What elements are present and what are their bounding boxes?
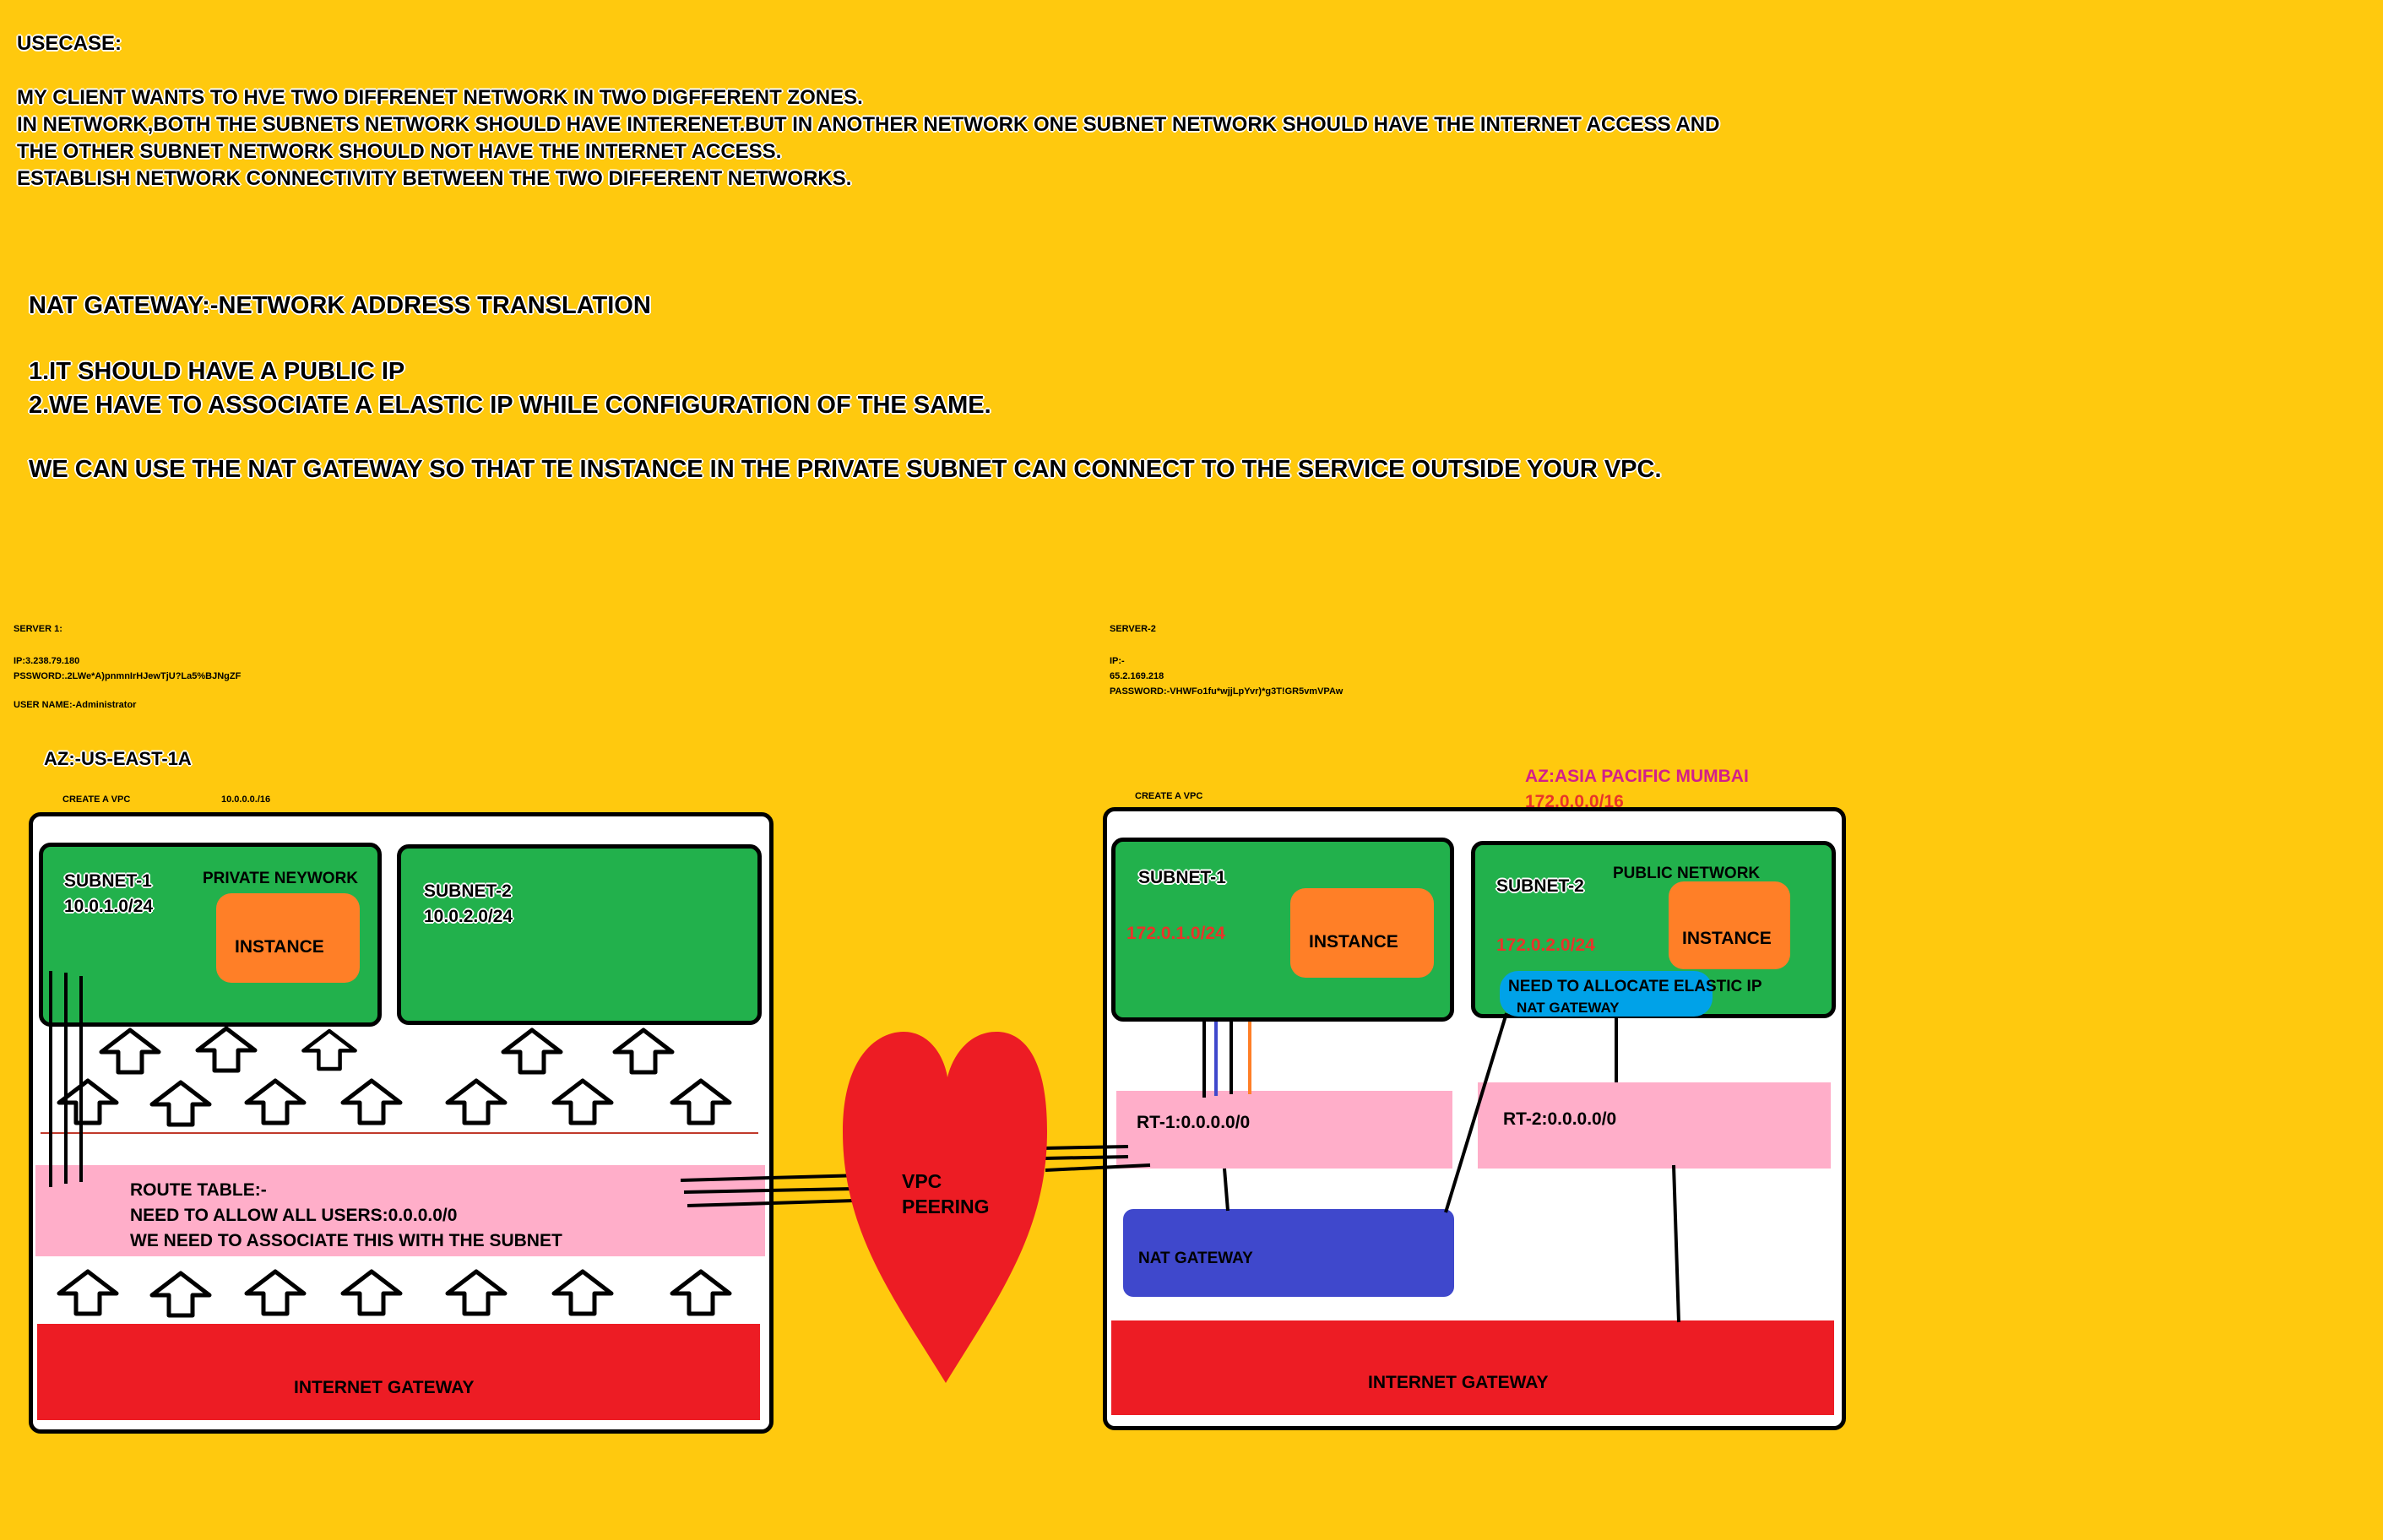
left-private-label: PRIVATE NEYWORK: [203, 870, 359, 887]
right-subnet-1: [1111, 838, 1454, 1022]
up-arrow-icon: [615, 1030, 672, 1072]
up-arrow-icon: [343, 1272, 400, 1314]
usecase-line: MY CLIENT WANTS TO HVE TWO DIFFRENET NET…: [17, 86, 863, 109]
usecase-line: IN NETWORK,BOTH THE SUBNETS NETWORK SHOU…: [17, 113, 1720, 136]
nat-notes-point: 1.IT SHOULD HAVE A PUBLIC IP: [29, 358, 405, 385]
up-arrow-icon: [672, 1081, 730, 1123]
up-arrow-icon: [448, 1272, 505, 1314]
left-instance: [216, 893, 360, 983]
right-subnet2-name: SUBNET-2: [1496, 876, 1584, 896]
right-route-table-2: [1478, 1082, 1831, 1169]
up-arrow-icon: [198, 1028, 255, 1071]
subnet-nat-label: NAT GATEWAY: [1517, 1000, 1620, 1016]
left-route-associate: WE NEED TO ASSOCIATE THIS WITH THE SUBNE…: [130, 1231, 562, 1250]
up-arrow-icon: [554, 1081, 611, 1123]
right-instance-1: [1290, 888, 1434, 978]
nat-gateway-label: NAT GATEWAY: [1138, 1250, 1253, 1267]
left-subnet1-name: SUBNET-1: [64, 871, 152, 891]
left-subnet1-cidr: 10.0.1.0/24: [64, 897, 154, 916]
nat-notes-title: NAT GATEWAY:-NETWORK ADDRESS TRANSLATION: [29, 292, 651, 319]
nat-gateway-box: [1123, 1209, 1454, 1297]
right-vpc-cidr: 172.0.0.0/16: [1525, 792, 1624, 811]
usecase-line: ESTABLISH NETWORK CONNECTIVITY BETWEEN T…: [17, 167, 852, 190]
right-instance-2: [1669, 881, 1790, 969]
right-internet-gateway: [1111, 1320, 1834, 1415]
right-subnet1-cidr: 172.0.1.0/24: [1126, 924, 1225, 943]
up-arrow-icon: [101, 1030, 159, 1072]
right-links: [1223, 1012, 1680, 1323]
left-subnet2-name: SUBNET-2: [424, 881, 512, 901]
up-arrow-icon: [247, 1081, 304, 1123]
server2-ip-label: IP:-: [1110, 656, 1125, 666]
left-create-vpc: CREATE A VPC: [62, 794, 131, 805]
server1-title: SERVER 1:: [14, 624, 62, 634]
left-instance-label: INSTANCE: [235, 937, 324, 957]
server2-password: PASSWORD:-VHWFo1fu*wjjLpYvr)*g3T!GR5vmVP…: [1110, 686, 1343, 697]
right-create-vpc: CREATE A VPC: [1135, 791, 1203, 801]
heart-icon: [843, 1032, 1047, 1383]
left-igw-label: INTERNET GATEWAY: [294, 1378, 475, 1397]
server2-title: SERVER-2: [1110, 624, 1156, 634]
up-arrow-icon: [152, 1273, 209, 1315]
left-route-title: ROUTE TABLE:-: [130, 1180, 267, 1200]
left-subnet2-cidr: 10.0.2.0/24: [424, 907, 513, 926]
right-az-label: AZ:ASIA PACIFIC MUMBAI: [1525, 767, 1749, 786]
left-subnet-2: [397, 844, 762, 1025]
elastic-ip-label: NEED TO ALLOCATE ELASTIC IP: [1508, 978, 1762, 995]
server2-ip: 65.2.169.218: [1110, 671, 1164, 681]
server1-password: PSSWORD:.2LWe*A)pnmnIrHJewTjU?La5%BJNgZF: [14, 671, 242, 681]
up-arrow-icon: [448, 1081, 505, 1123]
nat-notes-summary: WE CAN USE THE NAT GATEWAY SO THAT TE IN…: [29, 456, 1662, 483]
right-subnet1-name: SUBNET-1: [1138, 868, 1226, 887]
right-subnet2-cidr: 172.0.2.0/24: [1496, 935, 1595, 955]
usecase-line: THE OTHER SUBNET NETWORK SHOULD NOT HAVE…: [17, 140, 782, 163]
server1-ip: IP:3.238.79.180: [14, 656, 80, 666]
peering-links: [680, 1145, 1151, 1207]
up-arrow-icon: [59, 1272, 117, 1314]
right-instance1-label: INSTANCE: [1309, 932, 1398, 952]
up-arrow-icon: [343, 1081, 400, 1123]
left-subnet-links: [49, 971, 83, 1187]
elastic-ip-badge: [1500, 971, 1713, 1017]
left-internet-gateway: [37, 1324, 760, 1420]
up-arrow-icon: [247, 1272, 304, 1314]
right-igw-label: INTERNET GATEWAY: [1368, 1373, 1549, 1392]
left-az-label: AZ:-US-EAST-1A: [44, 748, 192, 769]
up-arrow-icon: [303, 1031, 355, 1069]
server1-user: USER NAME:-Administrator: [14, 700, 137, 710]
right-public-label: PUBLIC NETWORK: [1613, 865, 1761, 882]
nat-notes-point: 2.WE HAVE TO ASSOCIATE A ELASTIC IP WHIL…: [29, 392, 991, 419]
up-arrow-icon: [59, 1081, 117, 1123]
right-route-table-1: [1116, 1091, 1452, 1169]
up-arrow-icon: [503, 1030, 561, 1072]
up-arrow-icon: [152, 1082, 209, 1125]
left-vpc-cidr: 10.0.0.0./16: [221, 794, 271, 805]
up-arrow-icon: [672, 1272, 730, 1314]
rt1-label: RT-1:0.0.0.0/0: [1137, 1113, 1251, 1132]
up-arrow-icon: [554, 1272, 611, 1314]
left-route-allow: NEED TO ALLOW ALL USERS:0.0.0.0/0: [130, 1206, 458, 1225]
peering-label-1: VPC: [902, 1170, 942, 1192]
usecase-title: USECASE:: [17, 32, 122, 55]
peering-label-2: PEERING: [902, 1196, 990, 1217]
left-route-table: [35, 1165, 765, 1256]
rt2-label: RT-2:0.0.0.0/0: [1503, 1109, 1617, 1129]
right-instance2-label: INSTANCE: [1682, 929, 1772, 948]
